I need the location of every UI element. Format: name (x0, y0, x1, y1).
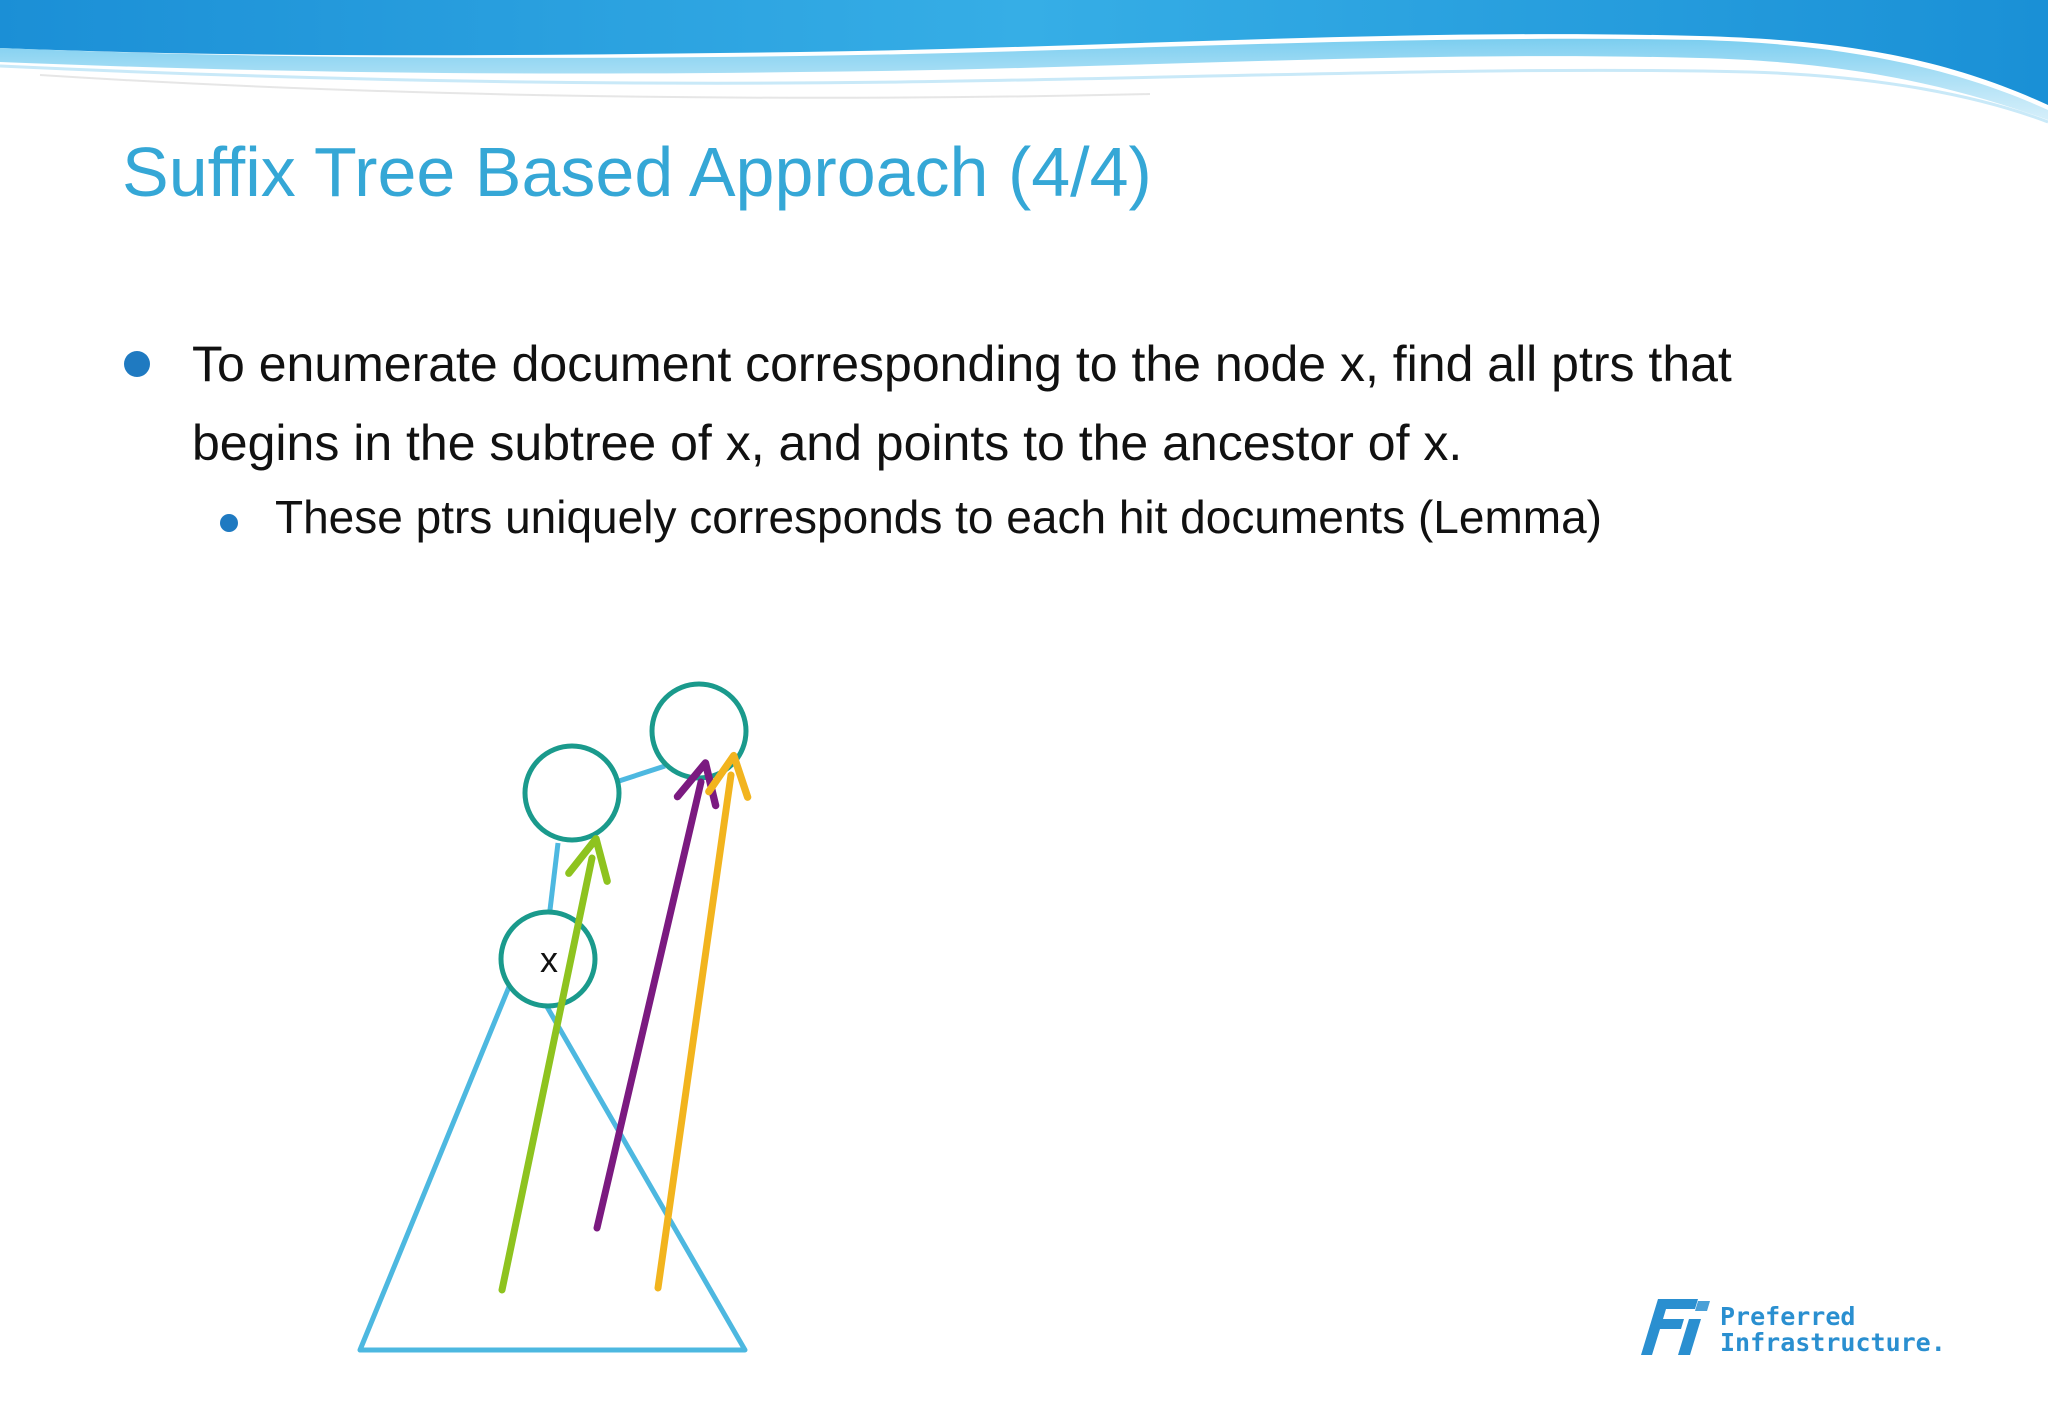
header-wave-decoration (0, 0, 2048, 124)
node-x-label: x (540, 939, 558, 980)
pfi-logo-icon (1641, 1299, 1710, 1355)
tree-edge-x-to-parent (547, 842, 561, 911)
subtree-triangle (357, 957, 748, 1353)
pointer-arrow-purple (593, 759, 720, 1232)
logo-text-line-1: Preferred (1720, 1302, 1856, 1331)
slide-title: Suffix Tree Based Approach (4/4) (122, 133, 1152, 211)
pointer-arrow-green (498, 835, 611, 1294)
sub-bullet-dot-icon (220, 514, 238, 532)
tree-node-x (498, 909, 598, 1009)
logo-text-line-2: Infrastructure. (1720, 1328, 1946, 1357)
tree-node-grandparent (649, 681, 749, 781)
bullet-text-1: To enumerate document corresponding to t… (192, 336, 1732, 471)
company-logo: Preferred Infrastructure. (1640, 1295, 1970, 1365)
pointer-arrow-orange (654, 751, 752, 1292)
sub-bullet-text: These ptrs uniquely corresponds to each … (275, 491, 1602, 543)
bullet-dot-icon (124, 351, 150, 377)
tree-node-parent (522, 743, 622, 843)
tree-edge-parent-to-grandparent (618, 763, 666, 784)
